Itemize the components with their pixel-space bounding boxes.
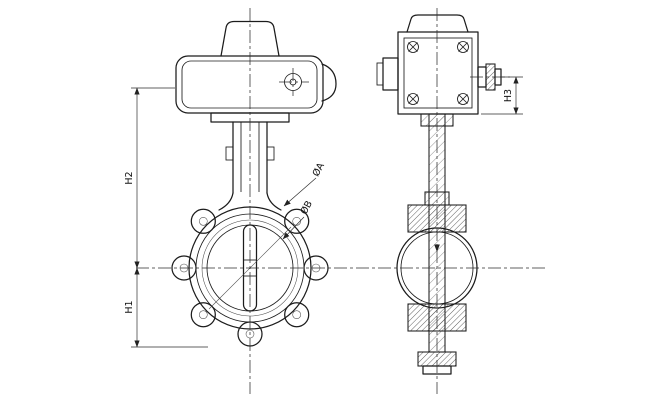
lug [284, 208, 310, 234]
lug-bolt-holes [179, 217, 321, 339]
lug [284, 302, 310, 328]
bolt-icon [457, 41, 469, 53]
dimension-h2: H2 [124, 87, 175, 269]
stem-axis-marker [434, 244, 440, 252]
side-view [376, 14, 502, 375]
dim-label-h3: H3 [503, 89, 514, 102]
centerlines [136, 8, 548, 394]
actuator-tip-front [321, 63, 337, 102]
bolt-icon [407, 93, 419, 105]
front-view [171, 20, 337, 347]
corner-bolts [407, 41, 469, 105]
actuator-housing-inner [181, 60, 318, 109]
dimension-h1: H1 [124, 267, 208, 348]
side-connector [382, 57, 399, 91]
bolt-icon [407, 41, 419, 53]
bolt-icon [457, 93, 469, 105]
neck-flare-right [266, 192, 282, 211]
dim-label-h1: H1 [124, 300, 135, 313]
actuator-housing-side-inner [403, 37, 473, 109]
actuator-cap-front [220, 20, 280, 57]
leader-dia-a: ØA [283, 161, 328, 207]
lug [190, 302, 216, 328]
dim-label-h2: H2 [124, 171, 135, 184]
dim-label-dia-a: ØA [311, 161, 328, 179]
dim-label-dia-b: ØB [299, 199, 315, 217]
actuator-cap-side [406, 14, 469, 33]
lug [190, 208, 216, 234]
neck-flare-left [218, 192, 234, 211]
side-connector-plug [376, 62, 384, 86]
valve-neck-detail [225, 122, 275, 192]
